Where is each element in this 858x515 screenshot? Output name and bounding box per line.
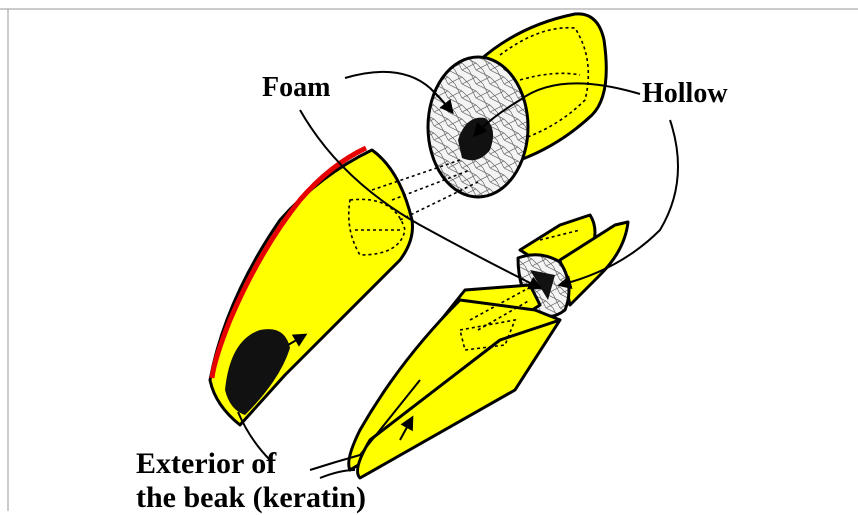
outer-beak-piece <box>210 148 413 425</box>
hollow-label: Hollow <box>642 78 728 110</box>
exterior-label-line1: Exterior of <box>136 447 366 481</box>
exterior-label: Exterior of the beak (keratin) <box>136 447 366 515</box>
foam-label: Foam <box>262 72 330 104</box>
exterior-label-line2: the beak (keratin) <box>136 481 366 515</box>
upper-cross-section <box>428 14 606 197</box>
